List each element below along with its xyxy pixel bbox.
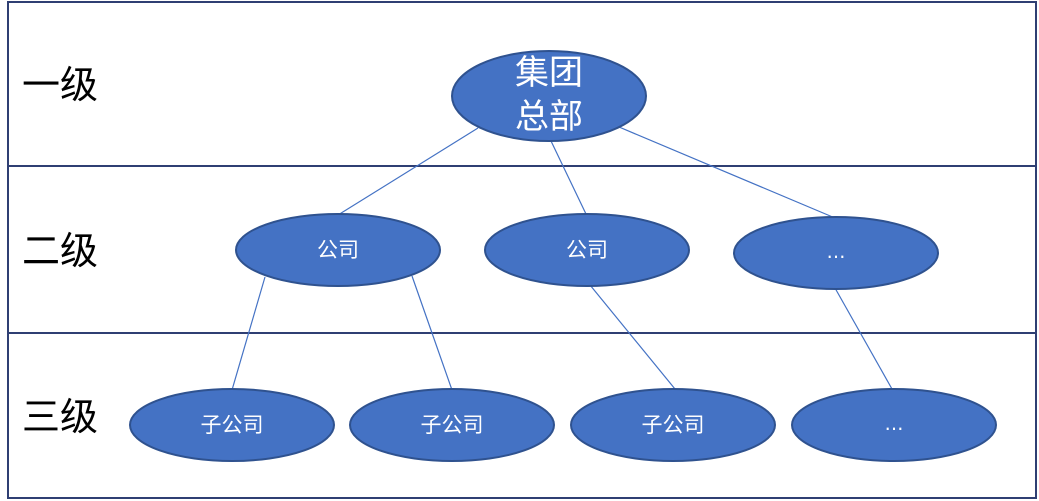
connector-root-company-1: [337, 127, 479, 216]
connector-company-2-sub-3: [589, 284, 676, 390]
row-labels: 一级 二级 三级: [22, 63, 98, 439]
node-root: 集团 总部: [451, 50, 647, 142]
node-root-label-line1: 集团: [515, 53, 583, 93]
level-2-label: 二级: [22, 229, 98, 273]
node-subsidiary-2-label: 子公司: [421, 413, 484, 437]
connector-root-company-3: [618, 126, 836, 219]
connector-company-1-sub-2: [411, 275, 453, 391]
node-subsidiary-3: 子公司: [570, 388, 776, 462]
diagram-frame: [7, 1, 1037, 499]
connector-company-1-sub-1: [231, 276, 266, 391]
connectors: [231, 126, 893, 391]
node-company-2: 公司: [484, 213, 690, 287]
connector-root-company-2: [550, 140, 587, 215]
node-subsidiary-2: 子公司: [349, 388, 555, 462]
node-company-more-label: …: [827, 241, 846, 263]
node-company-2-shape: [484, 213, 690, 287]
node-subsidiary-1-label: 子公司: [201, 413, 264, 437]
node-company-1: 公司: [235, 213, 441, 287]
node-subsidiary-1-shape: [129, 388, 335, 462]
node-company-1-label: 公司: [317, 238, 359, 262]
node-subsidiary-1: 子公司: [129, 388, 335, 462]
node-company-1-shape: [235, 213, 441, 287]
node-company-2-label: 公司: [566, 238, 608, 262]
outer-border: [7, 1, 1037, 499]
node-subsidiary-more-label: …: [885, 413, 904, 435]
connector-company-3-sub-4: [834, 287, 893, 390]
level-3-label: 三级: [22, 395, 98, 439]
node-subsidiary-more-shape: [791, 388, 997, 462]
node-company-more-shape: [733, 216, 939, 290]
node-subsidiary-2-shape: [349, 388, 555, 462]
level-1-label: 一级: [22, 63, 98, 107]
node-company-more: …: [733, 216, 939, 290]
node-subsidiary-3-shape: [570, 388, 776, 462]
node-subsidiary-more: …: [791, 388, 997, 462]
node-root-shape: [451, 50, 647, 142]
node-root-label-line2: 总部: [515, 97, 583, 137]
node-subsidiary-3-label: 子公司: [642, 413, 705, 437]
